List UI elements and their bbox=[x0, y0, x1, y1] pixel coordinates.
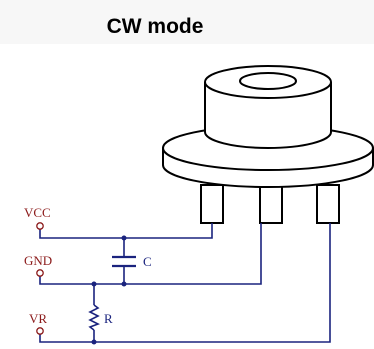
sensor-pin-right bbox=[316, 184, 340, 224]
capacitor-label: C bbox=[143, 254, 152, 269]
capacitor bbox=[112, 255, 136, 268]
gnd-wire bbox=[39, 223, 262, 285]
vcc-terminal bbox=[36, 222, 44, 230]
gnd-terminal bbox=[36, 269, 44, 277]
gnd-label: GND bbox=[24, 253, 52, 268]
junction-dot bbox=[121, 235, 127, 241]
sensor-pin-middle bbox=[259, 184, 283, 224]
vr-label: VR bbox=[29, 311, 47, 326]
terminals bbox=[36, 222, 44, 335]
resistor-label: R bbox=[104, 311, 113, 326]
wiring bbox=[39, 223, 331, 343]
junctions bbox=[91, 235, 127, 345]
sensor-window bbox=[239, 72, 297, 90]
junction-dot bbox=[91, 281, 97, 287]
junction-dot bbox=[91, 339, 97, 345]
sensor-component bbox=[162, 65, 374, 224]
diagram-title: CW mode bbox=[107, 15, 204, 38]
sensor-pin-left bbox=[200, 184, 224, 224]
sensor-body bbox=[204, 82, 332, 149]
vcc-label: VCC bbox=[24, 205, 51, 220]
title-band bbox=[0, 0, 374, 44]
vr-terminal bbox=[36, 327, 44, 335]
resistor bbox=[88, 304, 100, 331]
vcc-wire bbox=[39, 223, 213, 239]
vr-wire bbox=[39, 223, 331, 343]
junction-dot bbox=[121, 281, 127, 287]
